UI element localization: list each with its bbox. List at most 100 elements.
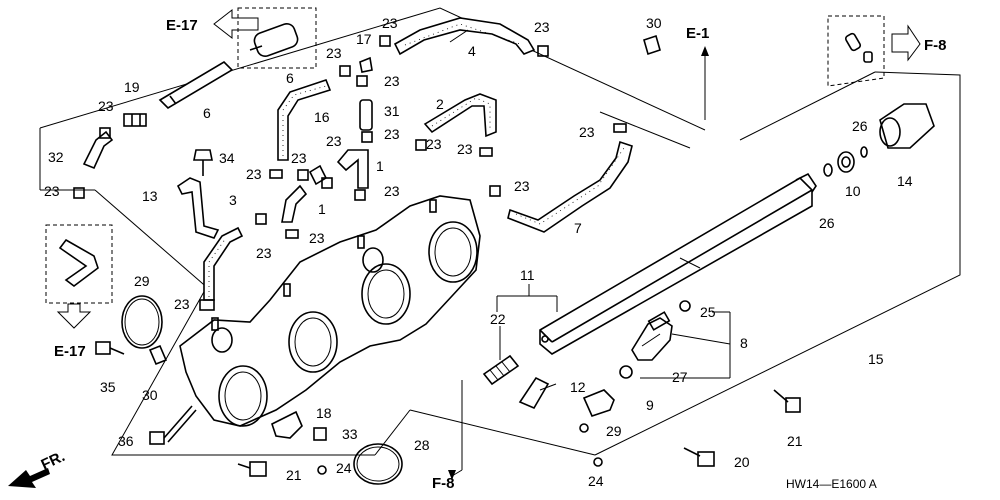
callout-30: 30 (646, 15, 662, 31)
callout-26: 26 (819, 215, 835, 231)
callout-7: 7 (574, 220, 582, 236)
callout-23: 23 (256, 245, 272, 261)
callout-34: 34 (219, 150, 235, 166)
fitting-17 (359, 56, 373, 73)
bolt-34 (193, 149, 213, 176)
clamps (73, 35, 627, 311)
callout-23: 23 (174, 296, 190, 312)
leader-lines (449, 29, 731, 391)
callout-27: 27 (672, 369, 688, 385)
hose-4 (393, 17, 536, 56)
callout-23: 23 (384, 73, 400, 89)
callout-23: 23 (579, 124, 595, 140)
callout-25: 25 (700, 304, 716, 320)
callout-23: 23 (534, 19, 550, 35)
ref-f8-top[interactable]: F-8 (924, 37, 947, 54)
inset-box-e17-left (45, 224, 113, 304)
callout-6: 6 (286, 70, 294, 86)
callout-19: 19 (124, 79, 140, 95)
callout-35: 35 (100, 379, 116, 395)
callout-23: 23 (382, 15, 398, 31)
ref-e17-left[interactable]: E-17 (54, 343, 86, 360)
bolt-20 (683, 447, 715, 467)
callout-23: 23 (426, 136, 442, 152)
callouts: 1 1 2 3 4 6 6 7 8 9 10 11 12 13 14 15 16… (44, 15, 913, 489)
hose-1b (336, 149, 369, 189)
arrow-e17-top (213, 8, 259, 40)
bolt-36 (149, 405, 197, 445)
diagram-code: HW14—E1600 A (786, 477, 877, 491)
fitting-14 (879, 103, 935, 149)
callout-21: 21 (286, 467, 302, 483)
bolt-35 (95, 341, 125, 355)
ref-e1[interactable]: E-1 (686, 25, 709, 42)
cap-12 (518, 376, 550, 410)
callout-30: 30 (142, 387, 158, 403)
callout-16: 16 (314, 109, 330, 125)
arrow-f8-top (891, 24, 921, 62)
bracket-13 (176, 177, 220, 239)
callout-33: 33 (342, 426, 358, 442)
callout-18: 18 (316, 405, 332, 421)
hose-31 (359, 99, 373, 131)
callout-3: 3 (229, 192, 237, 208)
throttle-body-assembly (179, 195, 481, 427)
collar-10 (837, 151, 855, 173)
callout-4: 4 (468, 43, 476, 59)
cap-30 (148, 344, 168, 366)
callout-23: 23 (326, 45, 342, 61)
callout-9: 9 (646, 397, 654, 413)
gasket-29-left (121, 295, 163, 349)
callout-24: 24 (336, 460, 352, 476)
callout-23: 23 (514, 178, 530, 194)
callout-12: 12 (570, 379, 586, 395)
callout-23: 23 (326, 133, 342, 149)
callout-29: 29 (134, 273, 150, 289)
fr-direction-arrow (8, 468, 50, 488)
connector-19 (123, 113, 147, 127)
callout-26: 26 (852, 118, 868, 134)
callout-23: 23 (457, 141, 473, 157)
pipe-22 (482, 354, 520, 386)
callout-22: 22 (490, 311, 506, 327)
hose-3 (203, 226, 244, 301)
bolt-21-left (237, 461, 267, 477)
callout-14: 14 (897, 173, 913, 189)
callout-32: 32 (48, 149, 64, 165)
callout-28: 28 (414, 437, 430, 453)
callout-29: 29 (606, 423, 622, 439)
inset-box-e17 (237, 7, 317, 69)
inset-box-f8 (827, 15, 885, 87)
hose-2 (423, 93, 497, 138)
fuel-rail-11 (539, 172, 817, 355)
callout-20: 20 (734, 454, 750, 470)
fitting-16 (308, 164, 328, 186)
injector-8 (631, 311, 673, 361)
callout-24: 24 (588, 473, 604, 489)
washers (317, 146, 868, 475)
hose-6-top (158, 60, 234, 110)
callout-15: 15 (868, 351, 884, 367)
hose-6 (277, 79, 332, 161)
hose-7 (507, 140, 633, 233)
callout-23: 23 (384, 183, 400, 199)
arrow-e1 (701, 46, 709, 120)
callout-23: 23 (44, 183, 60, 199)
bracket-9 (582, 389, 615, 417)
ref-e17-top[interactable]: E-17 (166, 17, 198, 34)
callout-1: 1 (376, 158, 384, 174)
ref-f8-bottom[interactable]: F-8 (432, 475, 455, 492)
callout-23: 23 (384, 126, 400, 142)
fr-direction-label: FR. (39, 448, 68, 474)
bracket-18 (271, 410, 303, 439)
callout-1: 1 (318, 201, 326, 217)
callout-23: 23 (98, 98, 114, 114)
callout-10: 10 (845, 183, 861, 199)
arrow-e17-left (56, 303, 92, 329)
hose-32 (82, 130, 114, 170)
callout-17: 17 (356, 31, 372, 47)
cap-30-top (643, 34, 661, 56)
callout-13: 13 (142, 188, 158, 204)
callout-2: 2 (436, 96, 444, 112)
